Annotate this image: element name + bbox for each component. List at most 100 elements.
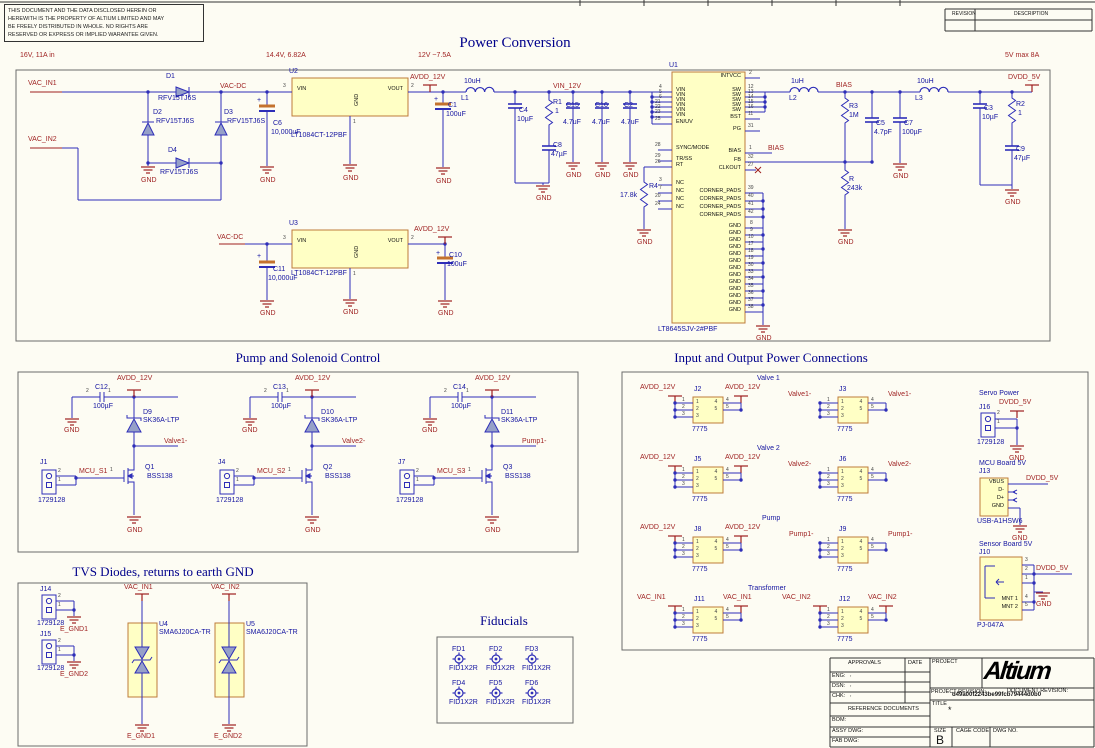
gnd-symbol-icon xyxy=(221,724,237,732)
net-label: AVDD_12V xyxy=(725,384,761,391)
designator-label: C5 xyxy=(876,120,885,127)
junction-dot xyxy=(843,160,847,164)
net-label: 12V ~7.5A xyxy=(418,52,451,59)
junction-dot xyxy=(818,401,822,405)
disclaimer-line: HEREWITH IS THE PROPERTY OF ALTIUM LIMIT… xyxy=(8,16,165,23)
designator-label: 1729128 xyxy=(216,497,244,504)
pin-number: 2 xyxy=(411,83,414,89)
pin-number: 1 xyxy=(749,145,752,151)
pin-number: 23 xyxy=(655,109,661,115)
junction-dot xyxy=(843,90,847,94)
pin-number: 2 xyxy=(841,475,844,482)
project-revision-label: PROJECT REVISION: xyxy=(931,689,986,695)
pin-name: GND xyxy=(728,223,741,229)
net-label: VAC_IN1 xyxy=(28,80,57,87)
pin-name: GND xyxy=(728,286,741,292)
junction-dot xyxy=(146,90,150,94)
ground-label: GND xyxy=(127,527,143,534)
designator-label: D3 xyxy=(224,109,233,116)
junction-dot xyxy=(673,548,677,552)
junction-dot xyxy=(219,90,223,94)
pin-number: 1 xyxy=(827,466,830,473)
designator-label: C11 xyxy=(273,266,286,273)
pin-number: 13 xyxy=(748,89,754,95)
gnd-symbol-icon xyxy=(422,418,438,426)
designator-label: J15 xyxy=(40,631,52,638)
junction-dot xyxy=(673,415,677,419)
designator-label: C12 xyxy=(95,384,108,391)
pin-number: 4 xyxy=(714,608,718,615)
gnd-symbol-icon xyxy=(535,185,551,193)
mosfet-icon xyxy=(301,464,313,488)
pin-number: 3 xyxy=(696,622,699,629)
pin-number: 5 xyxy=(726,403,729,410)
gnd-symbol-icon xyxy=(64,418,80,426)
junction-dot xyxy=(441,90,445,94)
designator-label: 10uH xyxy=(464,78,481,85)
resistor-icon xyxy=(841,167,849,199)
pin-number: 2 xyxy=(696,475,699,482)
pin-number: 5 xyxy=(871,403,874,410)
pin-number: 19 xyxy=(748,255,754,261)
power-port-icon xyxy=(733,465,749,474)
pin-number: 15 xyxy=(748,99,754,105)
pin-name: GND xyxy=(728,307,741,313)
ground-label: GND xyxy=(260,177,276,184)
pin-number: 22 xyxy=(655,104,661,110)
designator-label: 17.8k xyxy=(620,192,638,199)
pin-number: 5 xyxy=(859,475,863,482)
junction-dot xyxy=(132,444,136,448)
designator-label: + xyxy=(434,96,439,103)
designator-label: FID1X2R xyxy=(522,699,551,706)
net-label: Pump1- xyxy=(888,531,913,538)
designator-label: J14 xyxy=(40,586,52,593)
net-label: VAC_IN2 xyxy=(868,594,897,601)
fiducial-icon xyxy=(451,685,467,701)
net-label: AVDD_12V xyxy=(414,226,450,233)
pin-name: NC xyxy=(676,204,684,210)
section-box xyxy=(621,371,1089,651)
designator-label: R xyxy=(849,176,855,183)
pin-number: 2 xyxy=(411,235,414,241)
designator-label: 7775 xyxy=(837,636,853,643)
designator-label: 10uH xyxy=(917,78,934,85)
designator-label: J11 xyxy=(694,596,705,603)
junction-dot xyxy=(763,105,767,109)
designator-label: RFV15TJ6S xyxy=(160,169,199,176)
net-label: Valve2- xyxy=(788,461,812,468)
designator-label: 10,000uF xyxy=(271,129,301,136)
resistor-icon xyxy=(545,97,553,129)
ground-label: GND xyxy=(343,175,359,182)
pin-name: NC xyxy=(676,180,684,186)
ground-label: E_GND2 xyxy=(60,671,89,678)
wire xyxy=(1012,489,1018,493)
mosfet-icon xyxy=(481,464,493,488)
junction-dot xyxy=(600,90,604,94)
pin-name: BST xyxy=(730,114,741,120)
junction-dot xyxy=(818,611,822,615)
junction-dot xyxy=(673,401,677,405)
designator-label: R2 xyxy=(1016,101,1025,108)
designator-label: L1 xyxy=(461,95,469,102)
junction-dot xyxy=(739,618,743,622)
designator-label: Q2 xyxy=(323,464,333,471)
disclaimer-box: THIS DOCUMENT AND THE DATA DISCLOSED HER… xyxy=(4,4,204,43)
pin-number: 1 xyxy=(353,119,356,125)
junction-dot xyxy=(761,261,765,265)
date-label: DATE xyxy=(908,660,923,666)
junction-dot xyxy=(1015,426,1019,430)
gnd-symbol-icon xyxy=(66,661,82,669)
junction-dot xyxy=(739,548,743,552)
component-body xyxy=(979,556,1023,621)
designator-label: 4.7uF xyxy=(592,119,610,126)
dwg-no-label: DWG NO. xyxy=(993,728,1018,734)
designator-label: + xyxy=(257,253,262,260)
junction-dot xyxy=(628,90,632,94)
junction-dot xyxy=(818,471,822,475)
ground-label: GND xyxy=(1005,199,1021,206)
designator-label: 10µF xyxy=(982,114,999,121)
designator-label: LT1084CT-12PBF xyxy=(291,132,347,139)
pin-name: D- xyxy=(998,487,1004,493)
wire xyxy=(995,581,1000,586)
